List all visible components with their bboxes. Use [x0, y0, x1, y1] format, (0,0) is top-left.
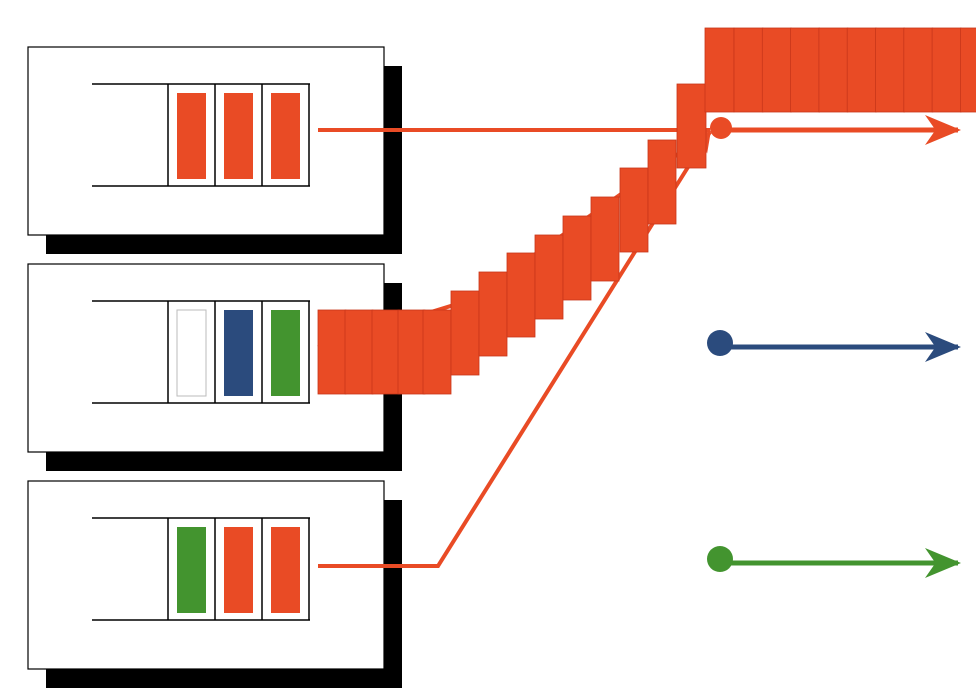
- burst-packet-block: [317, 309, 347, 395]
- burst-packet-block: [371, 309, 401, 395]
- burst-packet-block: [590, 196, 620, 282]
- blue-output: [707, 330, 961, 362]
- burst-packet-block: [422, 309, 452, 395]
- burst-packet-block: [960, 27, 976, 113]
- output-arrows: [707, 115, 961, 578]
- packet-slot-empty: [176, 309, 207, 397]
- burst-packet-block: [397, 309, 426, 395]
- packet-slot-green: [271, 310, 300, 396]
- burst-packet-block: [478, 271, 508, 357]
- burst-packet-block: [562, 215, 592, 301]
- output-source-dot: [707, 330, 733, 356]
- packet-slot-orange: [224, 527, 253, 613]
- packet-slot-orange: [271, 93, 300, 179]
- burst-packet-block: [790, 27, 820, 113]
- burst-packet-block: [704, 27, 735, 113]
- packet-slot-orange: [224, 93, 253, 179]
- output-source-dot: [707, 546, 733, 572]
- packet-slot-orange: [271, 527, 300, 613]
- burst-packet-block: [534, 234, 564, 320]
- burst-packet-block: [506, 252, 536, 338]
- burst-packet-block: [450, 290, 480, 376]
- burst-packet-block: [619, 167, 649, 253]
- packet-slot-green: [177, 527, 206, 613]
- burst-packet-block: [875, 27, 905, 113]
- green-output: [707, 546, 961, 578]
- packet-burst: [317, 27, 976, 395]
- burst-packet-block: [733, 27, 764, 113]
- burst-packet-block: [676, 83, 707, 169]
- burst-packet-block: [931, 27, 962, 113]
- queue-card-bottom: [27, 480, 402, 688]
- burst-packet-block: [761, 27, 792, 113]
- burst-packet-block: [903, 27, 934, 113]
- packet-slot-blue: [224, 310, 253, 396]
- queue-card-top: [27, 46, 402, 254]
- burst-packet-block: [818, 27, 849, 113]
- burst-packet-block: [846, 27, 877, 113]
- packet-slot-orange: [177, 93, 206, 179]
- merge-node-dot: [710, 117, 732, 139]
- burst-packet-block: [647, 139, 677, 225]
- burst-packet-block: [344, 309, 374, 395]
